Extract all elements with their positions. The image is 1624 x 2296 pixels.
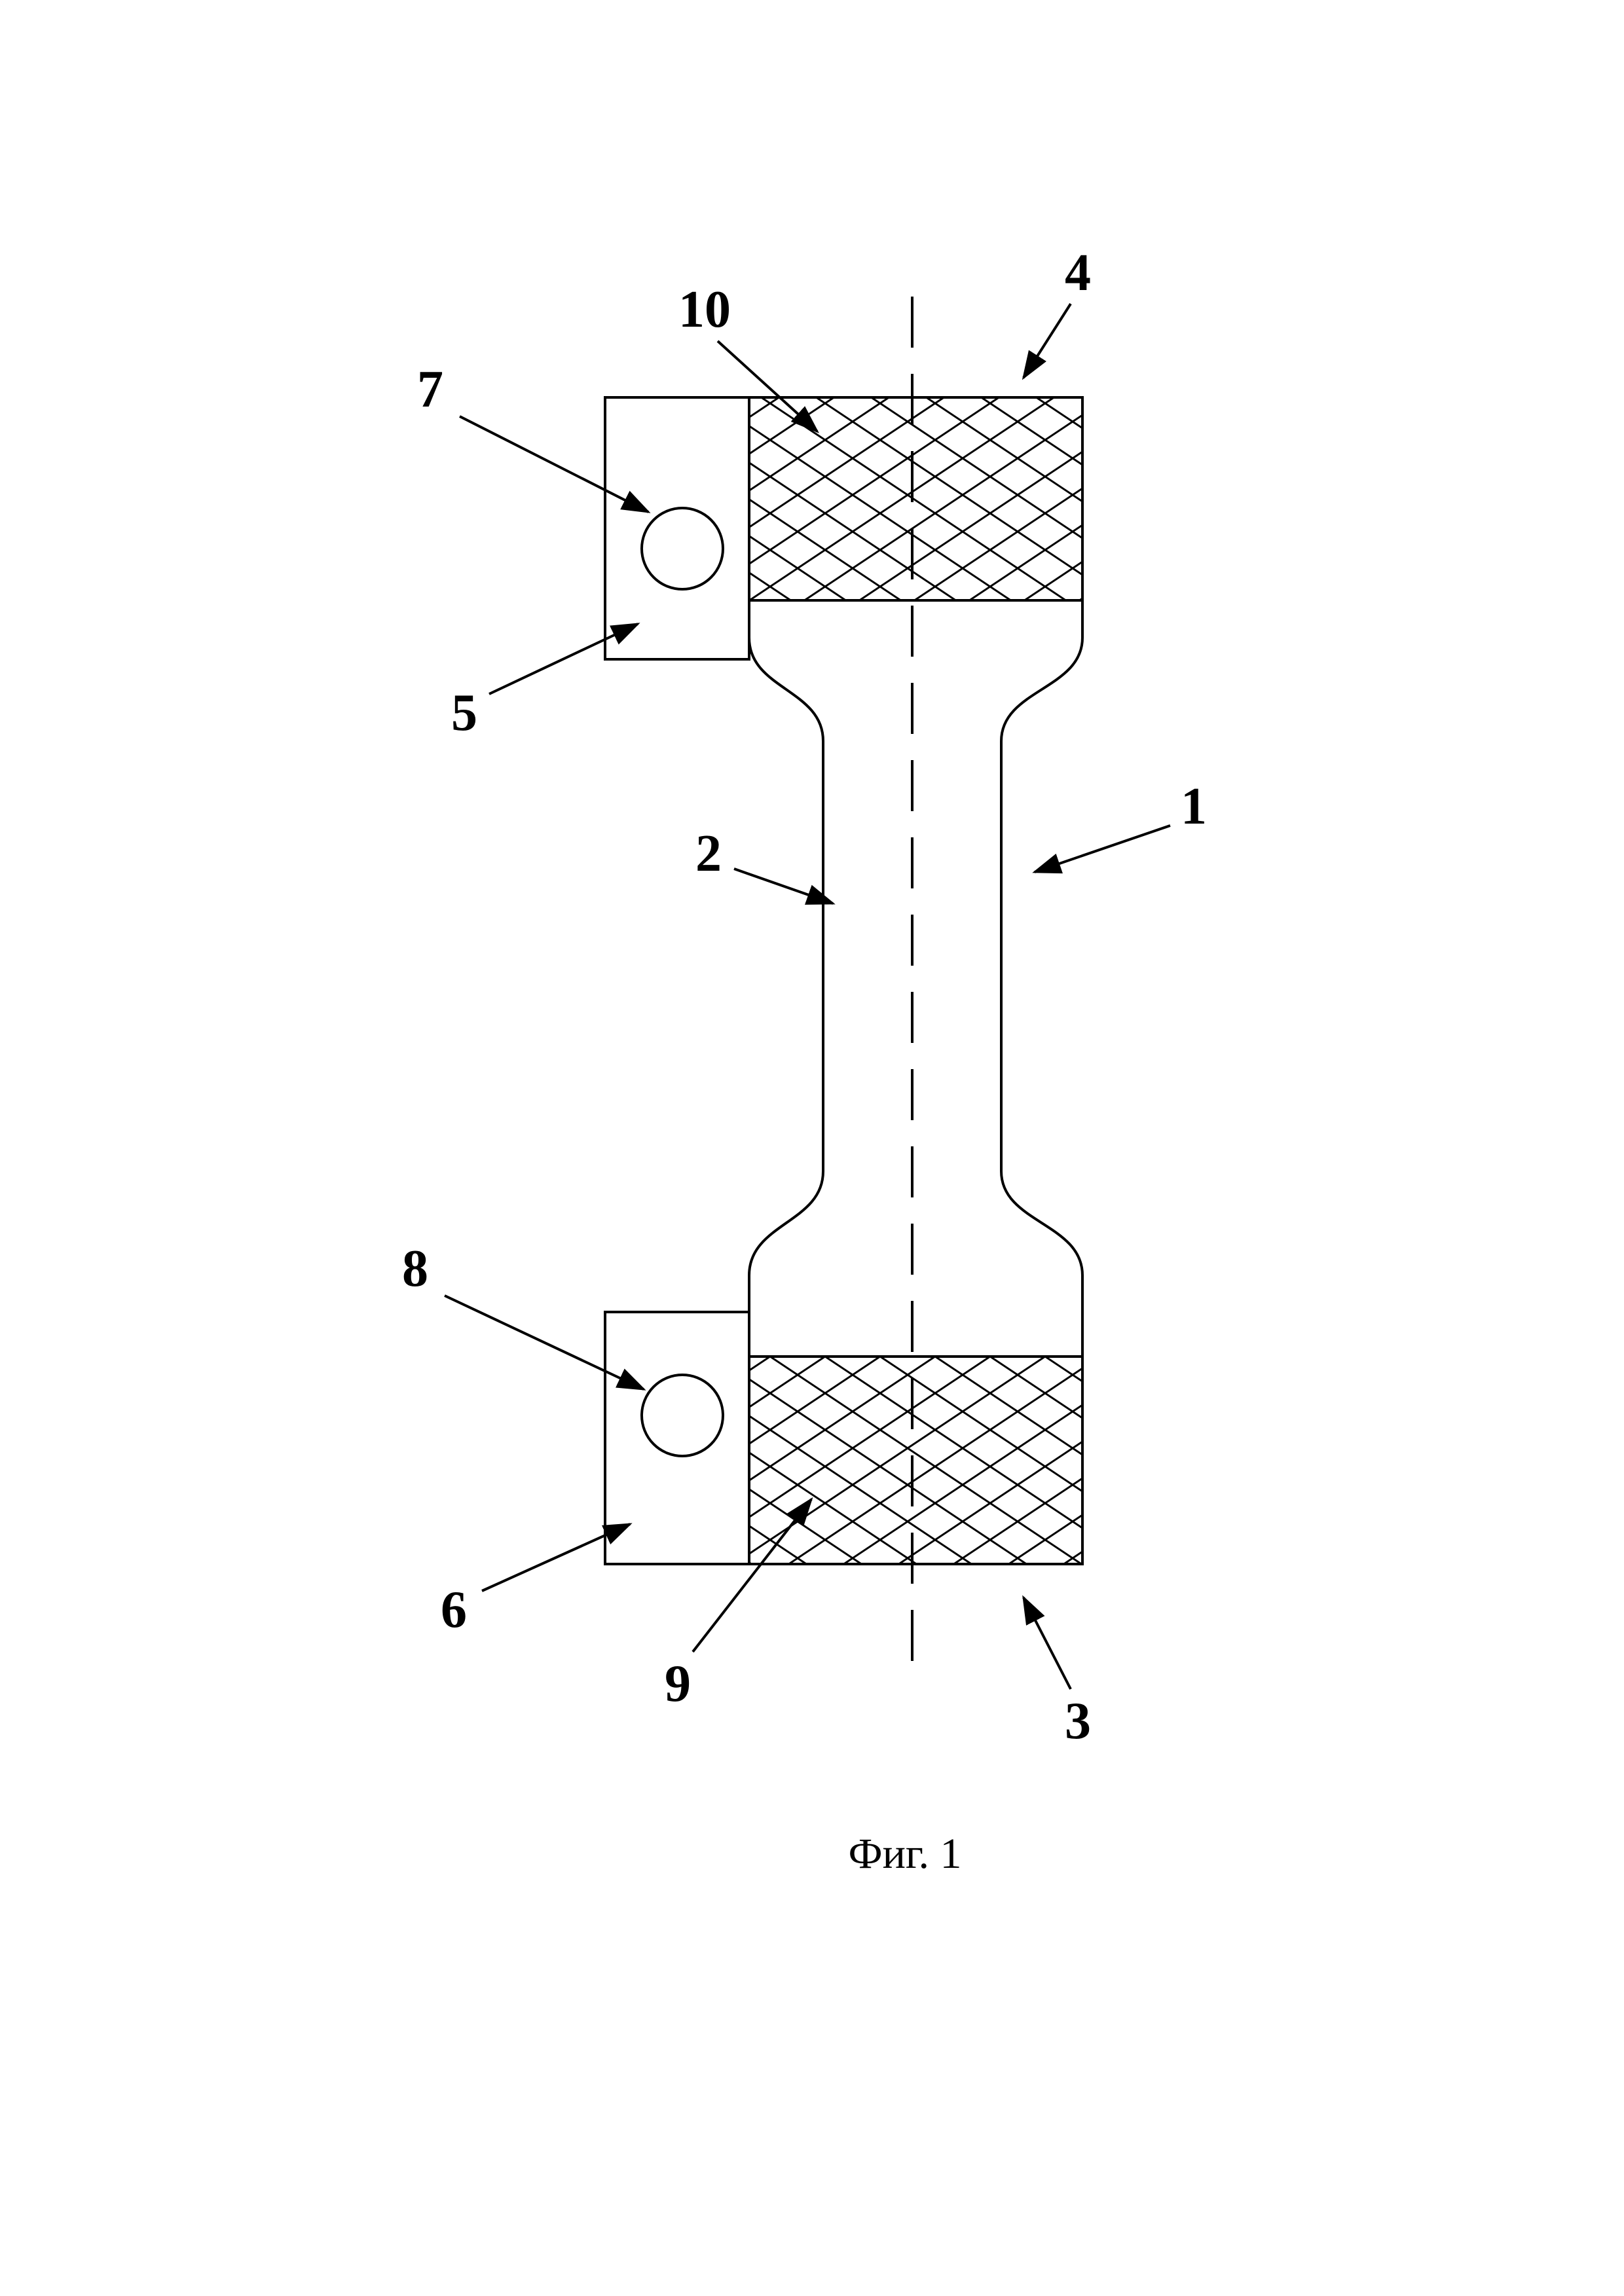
callout-5: 5 [451,623,640,742]
callout-6-arrow [481,1523,633,1592]
callout-3: 3 [1022,1595,1091,1750]
callouts: 1 2 3 4 5 6 [402,244,1207,1750]
figure-caption: Фиг. 1 [848,1830,961,1878]
callout-9-label: 9 [665,1655,691,1713]
callout-7: 7 [417,361,651,513]
callout-3-label: 3 [1065,1692,1091,1750]
callout-10-arrow [716,340,819,433]
callout-4-label: 4 [1065,244,1091,302]
callout-7-arrow [459,415,651,513]
callout-1-label: 1 [1181,778,1207,835]
callout-9: 9 [665,1497,813,1713]
callout-5-arrow [489,623,640,695]
callout-6-label: 6 [441,1581,467,1639]
callout-8: 8 [402,1240,646,1391]
callout-3-arrow [1022,1595,1072,1690]
callout-2-label: 2 [695,825,722,883]
callout-1-arrow [1032,824,1171,874]
top-plate-hole [640,507,724,591]
callout-9-arrow [692,1497,813,1653]
callout-10: 10 [678,281,819,433]
callout-2-arrow [733,867,836,905]
callout-6: 6 [441,1523,633,1639]
bottom-plate-hole [640,1374,724,1457]
specimen-body [604,297,1084,1676]
bottom-hatched-grip-zone [748,1355,1084,1565]
callout-7-label: 7 [417,361,443,418]
callout-4-arrow [1022,302,1072,380]
callout-2: 2 [695,825,836,905]
callout-5-label: 5 [451,684,477,742]
callout-4: 4 [1022,244,1091,380]
callout-10-label: 10 [678,281,731,338]
callout-1: 1 [1032,778,1207,874]
callout-8-label: 8 [402,1240,428,1298]
callout-8-arrow [444,1294,646,1391]
top-hatched-grip-zone [748,396,1084,602]
